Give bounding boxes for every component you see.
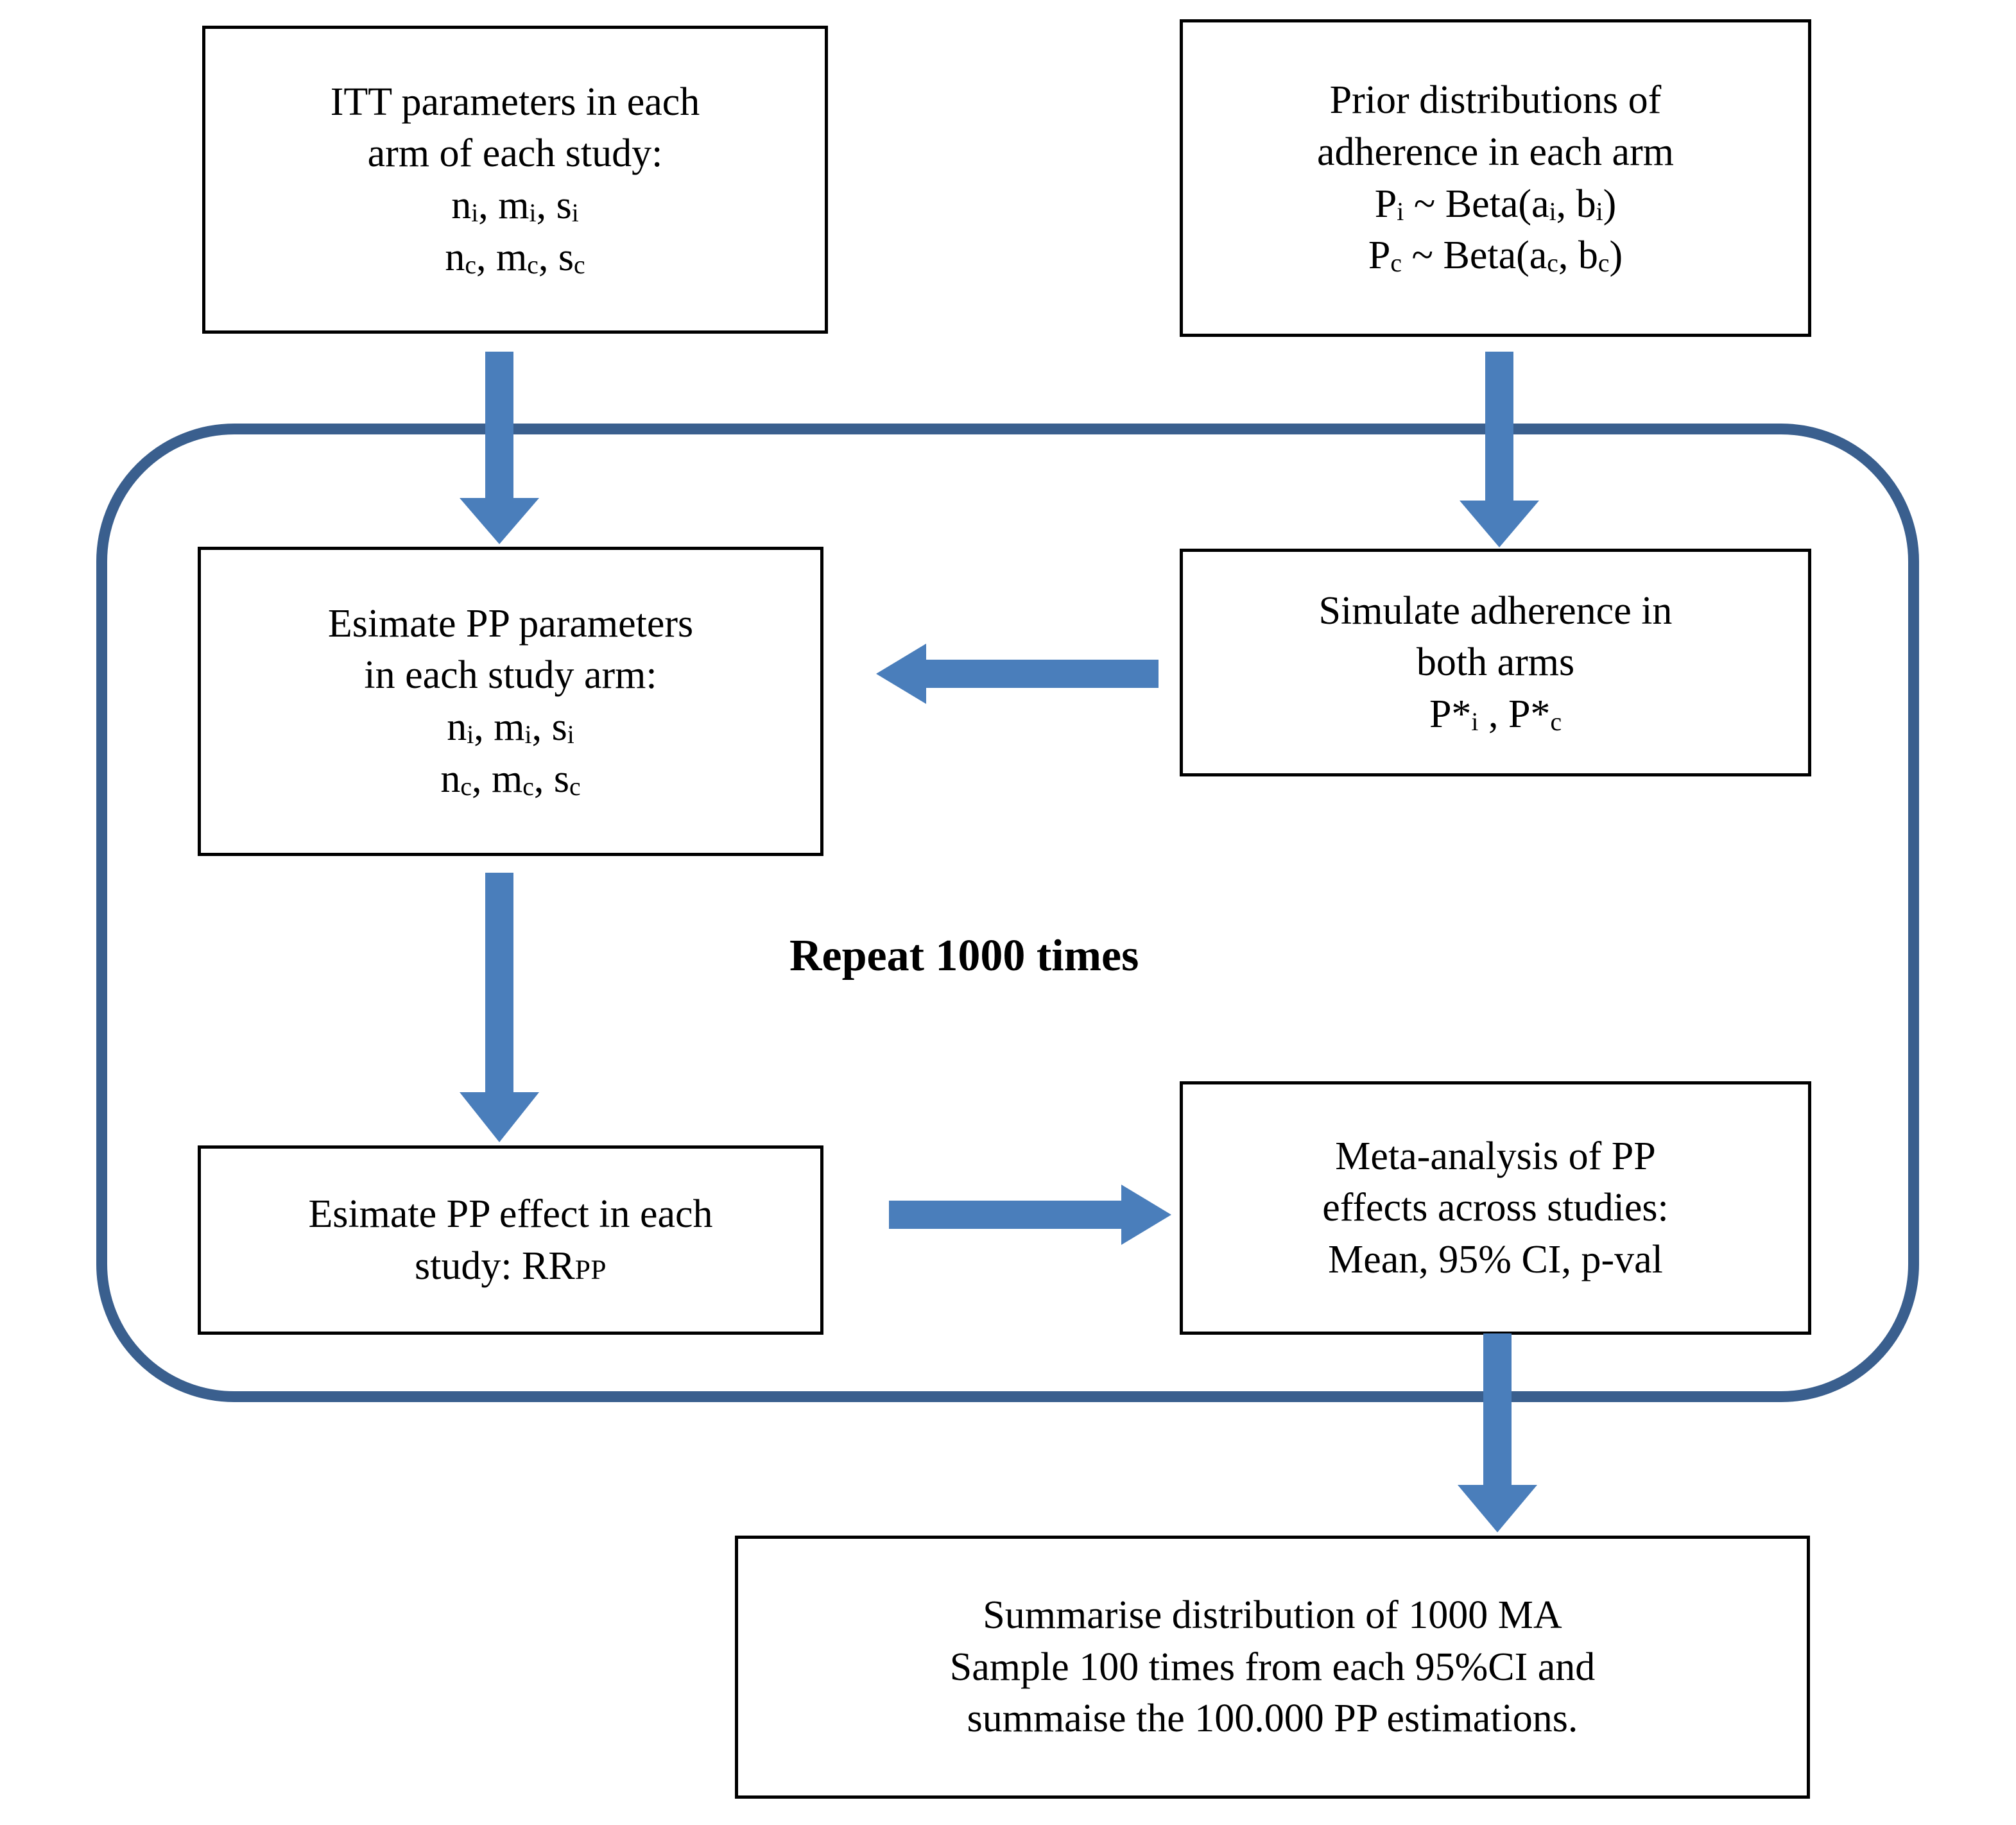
meta-line-1: Meta-analysis of PP <box>1335 1134 1656 1178</box>
node-prior-distributions: Prior distributions of adherence in each… <box>1180 19 1811 337</box>
itt-line-1: ITT parameters in each <box>330 80 700 124</box>
simulate-line-1: Simulate adherence in <box>1318 588 1673 633</box>
repeat-loop-label: Repeat 1000 times <box>789 931 1139 981</box>
arrow-itt-to-estimate-params <box>449 352 549 544</box>
summarise-line-1: Summarise distribution of 1000 MA <box>983 1593 1562 1638</box>
estimate-params-line-1: Esimate PP parameters <box>327 601 694 646</box>
node-estimate-pp-effect: Esimate PP effect in each study: RRPP <box>198 1145 823 1335</box>
meta-line-2: effects across studies: <box>1322 1186 1669 1230</box>
arrow-simulate-to-estimate-params <box>876 638 1159 709</box>
meta-line-3: Mean, 95% CI, p-val <box>1328 1237 1663 1281</box>
itt-line-2: arm of each study: <box>367 132 663 176</box>
estimate-effect-line-1: Esimate PP effect in each <box>308 1192 713 1236</box>
summarise-line-2: Sample 100 times from each 95%CI and <box>949 1645 1596 1689</box>
arrow-meta-analysis-to-summarise <box>1447 1333 1547 1532</box>
prior-line-2: adherence in each arm <box>1317 130 1674 174</box>
node-meta-analysis: Meta-analysis of PP effects across studi… <box>1180 1081 1811 1335</box>
estimate-effect-line-2: study: RRPP <box>414 1244 607 1288</box>
node-itt-parameters: ITT parameters in each arm of each study… <box>202 26 828 334</box>
repeat-loop-container <box>96 424 1919 1402</box>
prior-line-4: Pc ~ Beta(ac, bc) <box>1368 234 1623 278</box>
prior-line-1: Prior distributions of <box>1329 78 1662 123</box>
arrow-estimate-params-to-estimate-effect <box>449 873 549 1142</box>
simulate-line-2: both arms <box>1416 640 1575 685</box>
prior-line-3: Pi ~ Beta(ai, bi) <box>1374 182 1617 226</box>
node-estimate-pp-parameters: Esimate PP parameters in each study arm:… <box>198 547 823 856</box>
simulate-line-3: P*i , P*c <box>1429 692 1562 736</box>
estimate-params-line-2: in each study arm: <box>364 653 657 698</box>
itt-line-4: nc, mc, sc <box>445 235 585 279</box>
summarise-line-3: summaise the 100.000 PP estimations. <box>967 1697 1578 1741</box>
node-summarise: Summarise distribution of 1000 MA Sample… <box>735 1536 1810 1799</box>
node-simulate-adherence: Simulate adherence in both arms P*i , P*… <box>1180 549 1811 776</box>
arrow-estimate-effect-to-meta-analysis <box>889 1179 1171 1250</box>
estimate-params-line-4: nc, mc, sc <box>440 757 581 801</box>
itt-line-3: ni, mi, si <box>451 184 579 227</box>
estimate-params-line-3: ni, mi, si <box>447 705 574 749</box>
arrow-prior-to-simulate <box>1449 352 1549 547</box>
